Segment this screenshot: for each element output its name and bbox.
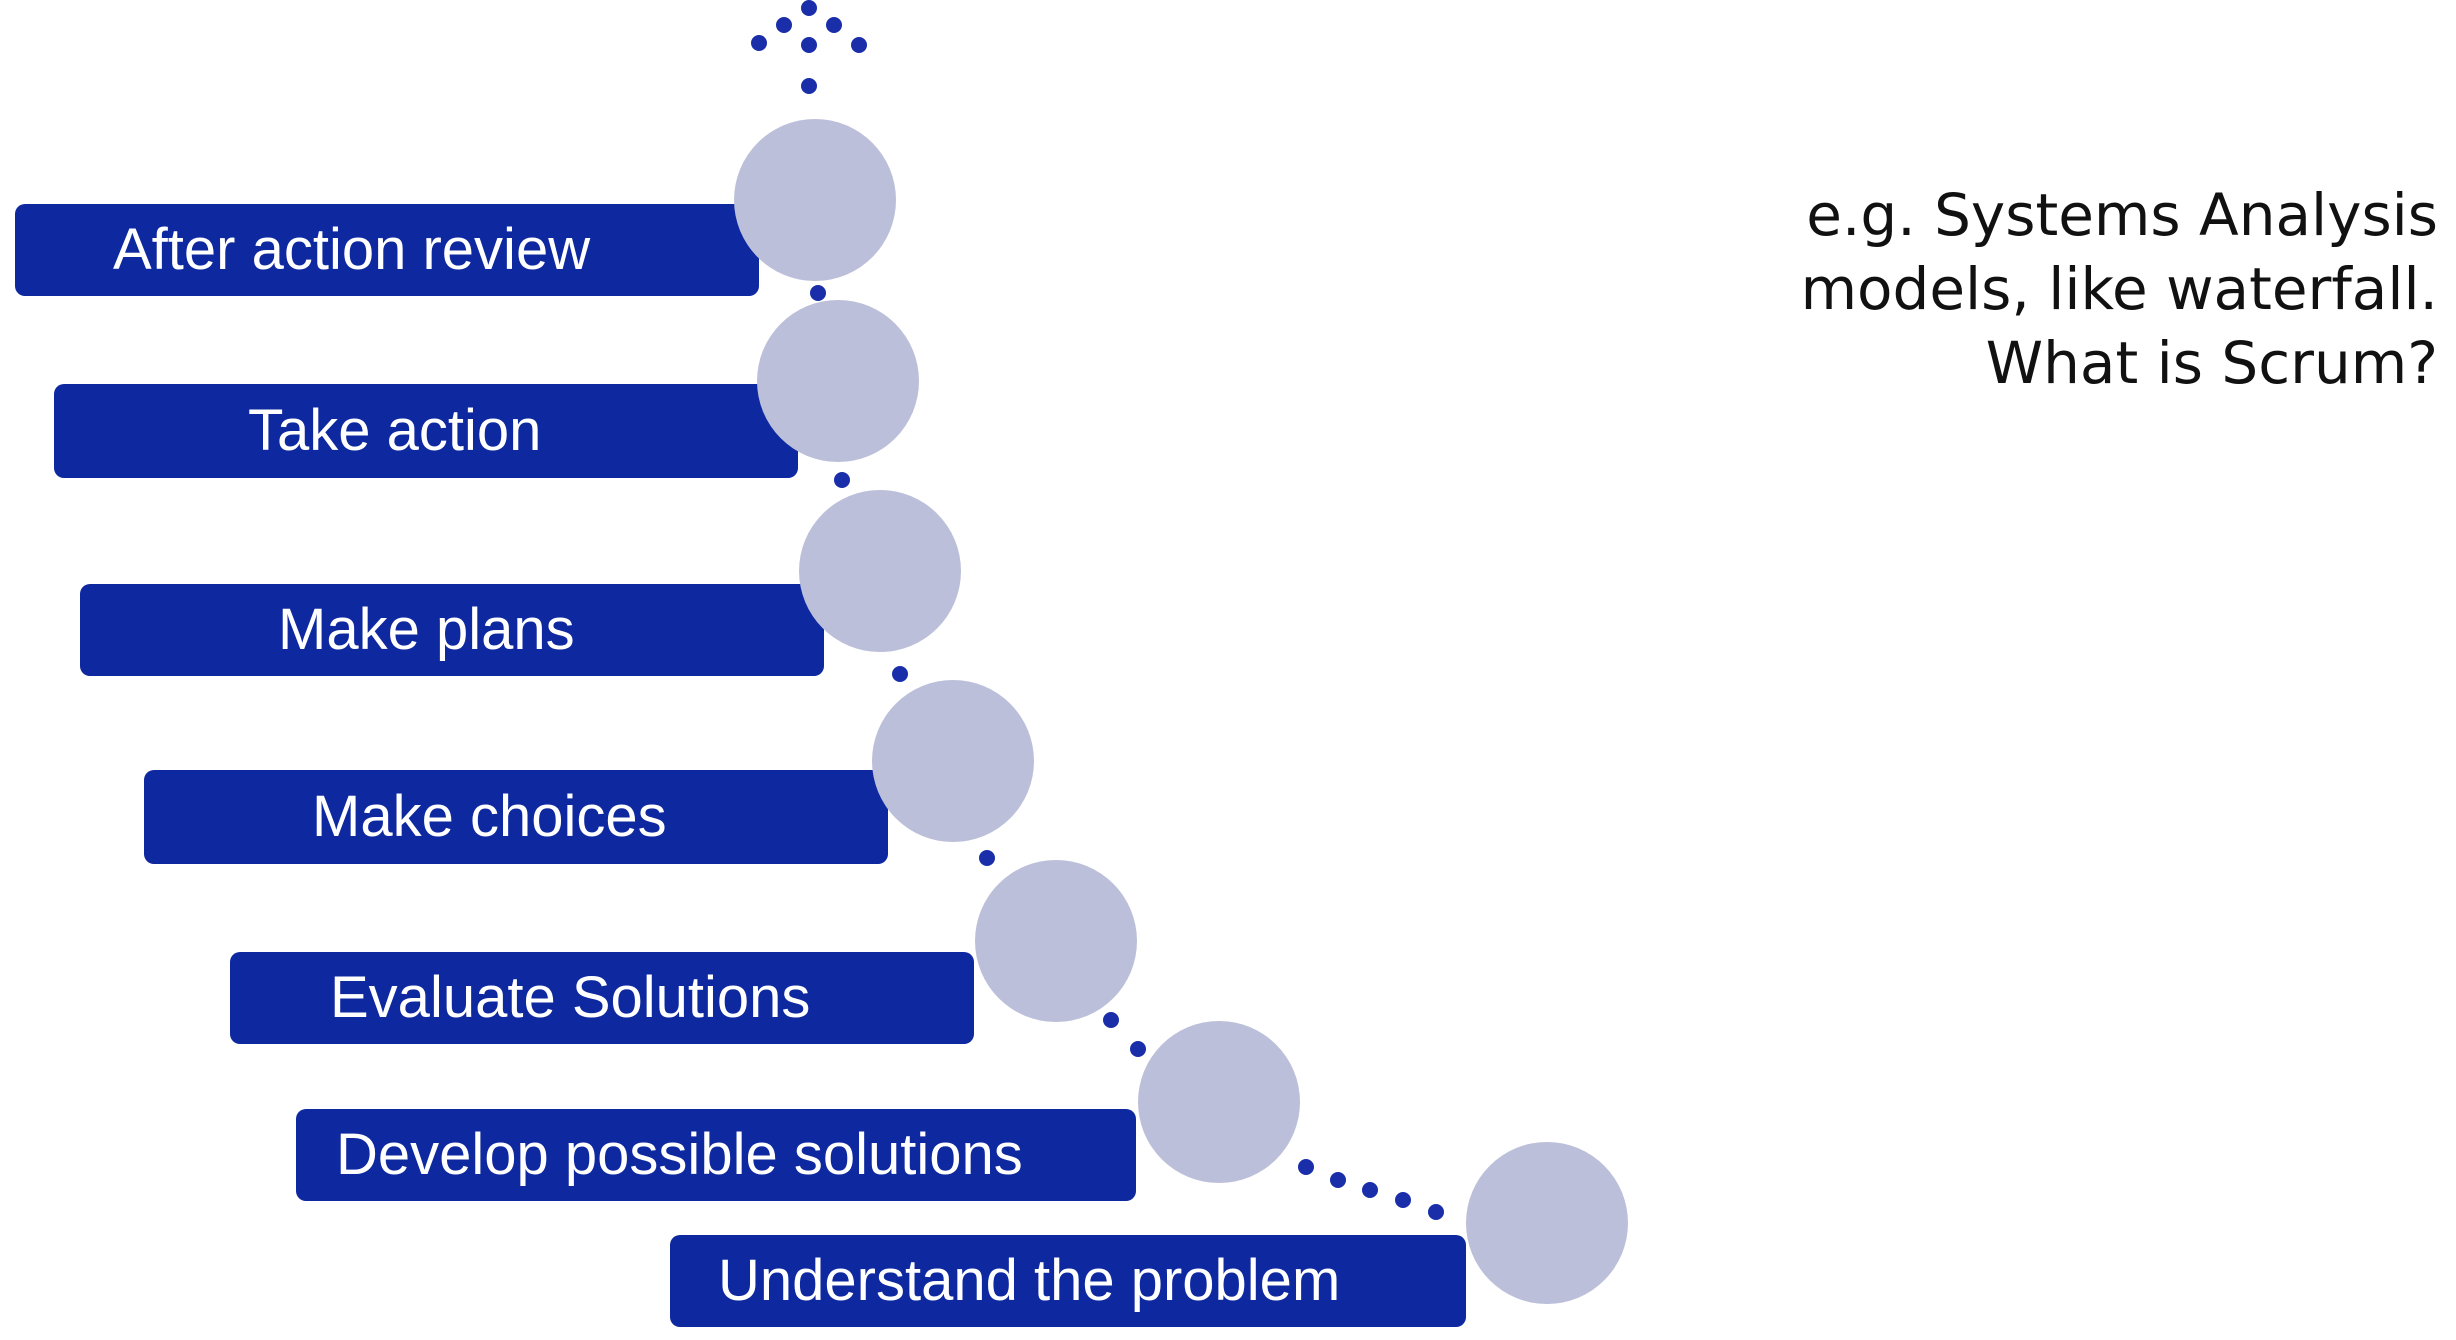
step-bar: Make plans (80, 584, 824, 676)
step-bar: After action review (15, 204, 759, 296)
path-dot (979, 850, 995, 866)
step-circle (757, 300, 919, 462)
step-label: Evaluate Solutions (330, 965, 811, 1030)
step-circle (734, 119, 896, 281)
path-dot (1362, 1182, 1378, 1198)
step-label: Understand the problem (718, 1248, 1341, 1313)
step-circle (1138, 1021, 1300, 1183)
path-dot (1130, 1041, 1146, 1057)
side-note-line: models, like waterfall. (1800, 255, 2438, 323)
path-dot (801, 37, 817, 53)
step-label: Make plans (278, 597, 575, 662)
path-dot (1103, 1012, 1119, 1028)
step-label: Make choices (312, 784, 667, 849)
step-bar: Develop possible solutions (296, 1109, 1136, 1201)
path-dot (834, 472, 850, 488)
path-dot (851, 37, 867, 53)
step-circle (872, 680, 1034, 842)
step-bar: Evaluate Solutions (230, 952, 974, 1044)
step-label: After action review (113, 217, 591, 282)
path-dot (1395, 1192, 1411, 1208)
step-circle (975, 860, 1137, 1022)
path-dot (892, 666, 908, 682)
side-note-line: e.g. Systems Analysis (1806, 181, 2438, 249)
path-dot (751, 35, 767, 51)
step-circle (1466, 1142, 1628, 1304)
step-circle (799, 490, 961, 652)
path-dot (1428, 1204, 1444, 1220)
path-dot (1298, 1159, 1314, 1175)
step-bar: Take action (54, 384, 798, 478)
path-dot (801, 0, 817, 16)
path-dot (810, 285, 826, 301)
path-dot (776, 17, 792, 33)
side-note-line: What is Scrum? (1985, 329, 2438, 397)
step-bar: Understand the problem (670, 1235, 1466, 1327)
side-note: e.g. Systems Analysis models, like water… (1638, 178, 2438, 400)
step-bar: Make choices (144, 770, 888, 864)
step-label: Develop possible solutions (336, 1122, 1023, 1187)
step-label: Take action (248, 398, 542, 463)
path-dot (801, 78, 817, 94)
path-dot (1330, 1172, 1346, 1188)
path-dot (826, 17, 842, 33)
